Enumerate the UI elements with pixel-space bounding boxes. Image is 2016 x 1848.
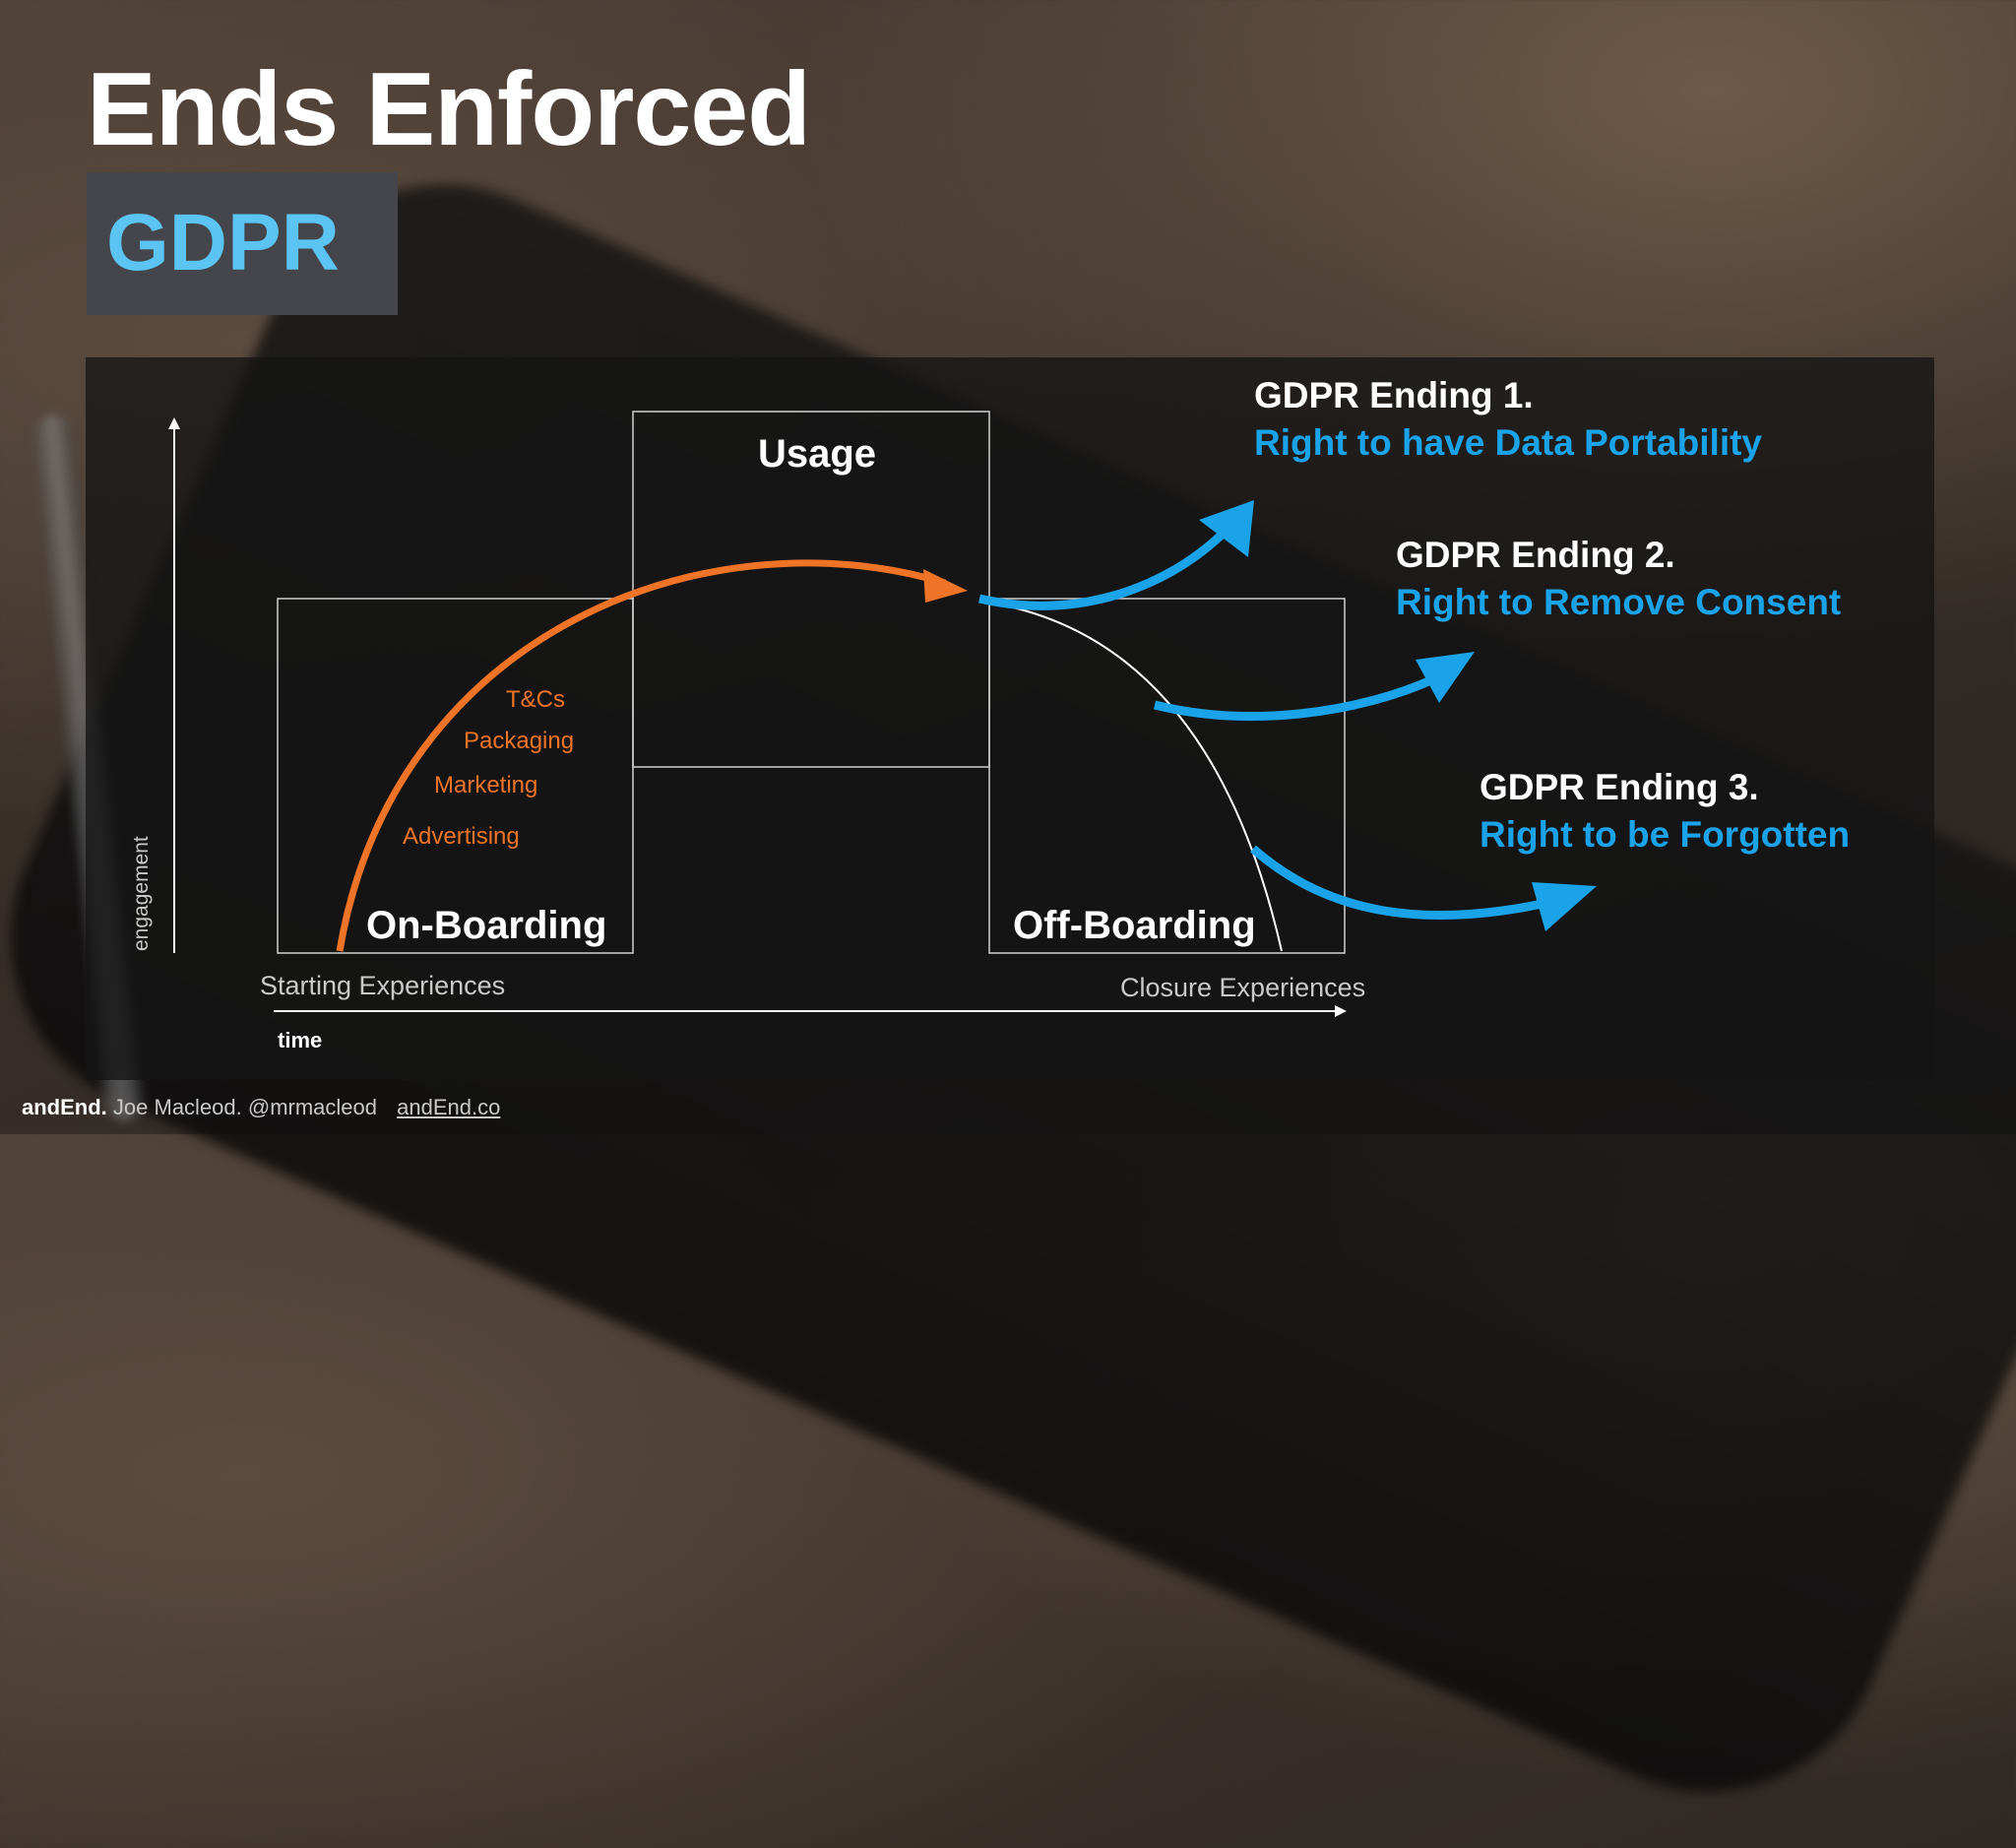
onboarding-curve: [336, 559, 947, 952]
onboarding-arrowhead: [923, 569, 968, 603]
ending-1-arrow: [977, 532, 1225, 610]
y-axis-arrowhead: [168, 417, 180, 429]
onboarding-step: Advertising: [403, 823, 520, 850]
onboarding-step: T&Cs: [506, 686, 565, 713]
usage-label: Usage: [758, 432, 876, 476]
footer-link[interactable]: andEnd.co: [397, 1095, 501, 1119]
onboarding-box: [277, 598, 634, 954]
slide-title: Ends Enforced: [87, 51, 811, 167]
ending-1-right: Right to have Data Portability: [1254, 422, 1762, 463]
ending-1-heading: GDPR Ending 1.: [1254, 375, 1534, 415]
ending-3-heading: GDPR Ending 3.: [1480, 767, 1759, 807]
onboarding-label: On-Boarding: [366, 904, 606, 947]
ending-2-right: Right to Remove Consent: [1396, 582, 1841, 622]
tag-label: GDPR: [106, 198, 340, 287]
usage-box: [632, 411, 990, 768]
closure-curve: [988, 602, 1283, 952]
onboarding-step: Marketing: [434, 772, 537, 798]
ending-2-heading: GDPR Ending 2.: [1396, 535, 1675, 575]
ending-2-arrowhead: [1416, 652, 1475, 703]
lifecycle-diagram: Usage On-Boarding Off-Boarding T&Cs Pack…: [130, 375, 1851, 1052]
footer: andEnd. Joe Macleod. @mrmacleod andEnd.c…: [22, 1095, 500, 1120]
offboarding-label: Off-Boarding: [1013, 904, 1256, 947]
x-axis-label: time: [278, 1028, 322, 1052]
start-label: Starting Experiences: [260, 971, 505, 1000]
tag-box: [87, 172, 398, 315]
footer-brand: andEnd.: [22, 1095, 107, 1119]
end-label: Closure Experiences: [1120, 973, 1365, 1002]
offboarding-box: [988, 598, 1346, 954]
ending-1-arrowhead: [1199, 500, 1254, 557]
ending-3-right: Right to be Forgotten: [1480, 814, 1850, 855]
ending-3-arrow: [1250, 845, 1552, 921]
x-axis-arrowhead: [1335, 1005, 1347, 1017]
ending-2-arrow: [1153, 674, 1435, 721]
y-axis-label: engagement: [130, 836, 153, 951]
onboarding-step: Packaging: [464, 728, 574, 754]
ending-3-arrowhead: [1532, 882, 1597, 931]
diagram-panel: [86, 357, 1934, 1080]
footer-credit: Joe Macleod. @mrmacleod: [112, 1095, 378, 1119]
